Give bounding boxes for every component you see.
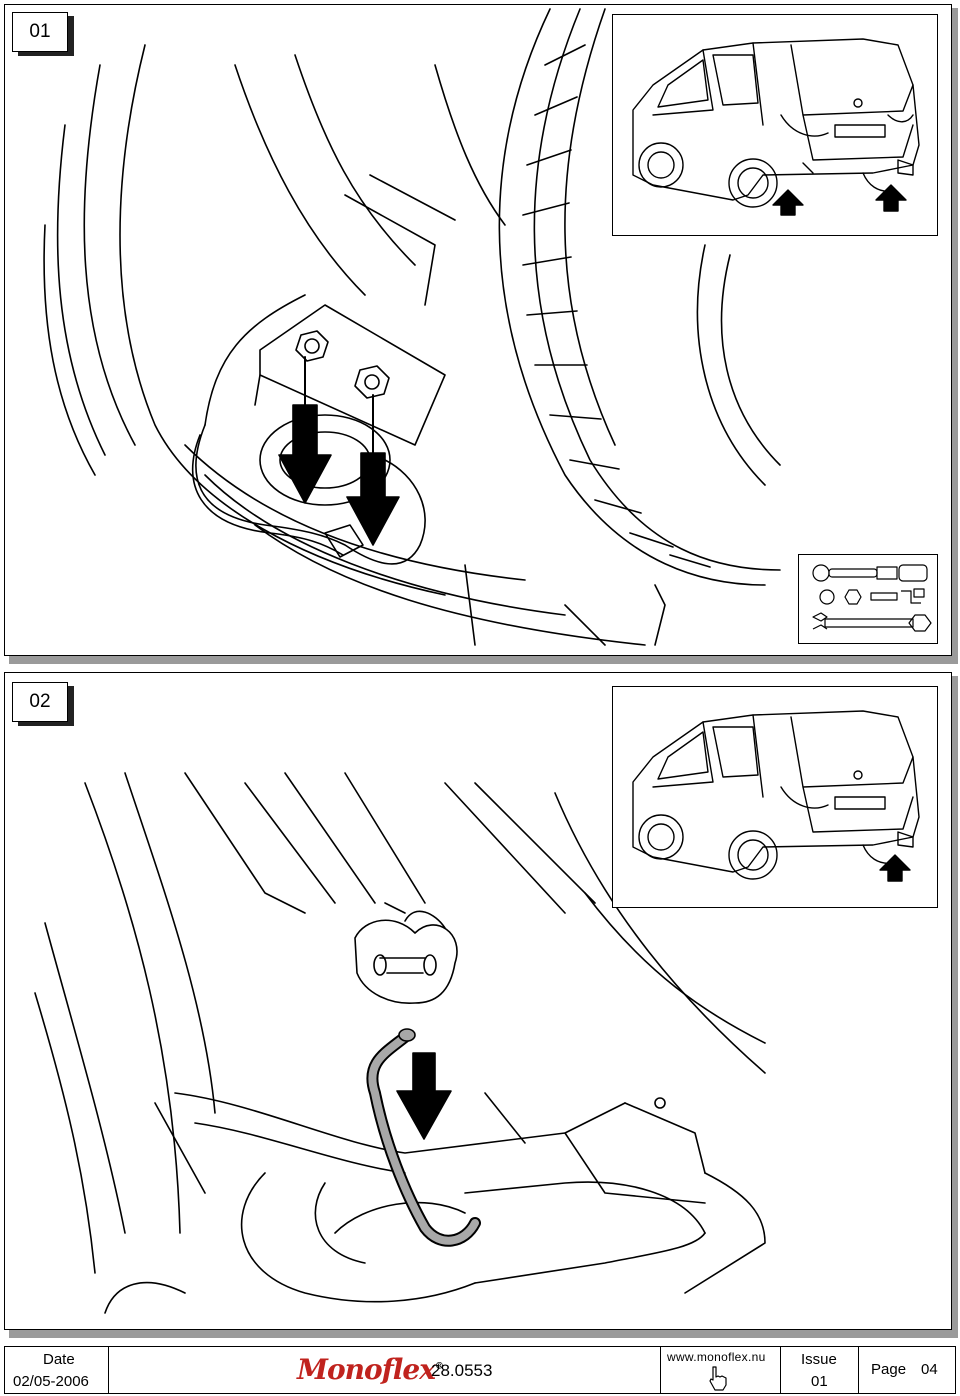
rubber-hanger-icon: [354, 902, 458, 1004]
down-arrow-icon: [346, 394, 400, 546]
step-number: 01: [29, 21, 51, 42]
socket-icon: [819, 564, 928, 605]
tools-inset: [798, 554, 938, 644]
part-number: 28.0553: [431, 1361, 493, 1380]
date-value: 02/05-2006: [13, 1373, 89, 1390]
up-arrow-icon: [772, 189, 804, 216]
issue-value: 01: [811, 1373, 828, 1390]
vehicle-locator-inset: [612, 14, 938, 236]
hex-key-icon: [870, 588, 925, 604]
title-block: Date 02/05-2006 Monoflex® 28.0553 www.mo…: [4, 1346, 956, 1394]
step-02-illustration: [34, 772, 766, 1314]
page-label: Page: [871, 1361, 907, 1378]
vehicle-locator-inset: [612, 686, 938, 908]
page-value: 04: [921, 1361, 938, 1378]
issue-cell: Issue 01: [781, 1347, 859, 1393]
bolt-icon: [295, 330, 329, 362]
pointer-hand-icon: [705, 1365, 731, 1391]
ratchet-icon: [812, 564, 898, 582]
bolt-icon: [354, 365, 390, 399]
date-label: Date: [43, 1351, 75, 1368]
wrench-icon: [812, 612, 932, 632]
page-cell: Page 04: [859, 1347, 955, 1393]
down-arrow-icon: [278, 356, 332, 504]
website-cell: www.monoflex.nu: [661, 1347, 781, 1393]
up-arrow-icon: [879, 854, 911, 882]
step-01-illustration: [43, 8, 781, 646]
brand-cell: Monoflex® 28.0553: [109, 1347, 661, 1393]
step-number-box: 01: [12, 12, 68, 52]
issue-label: Issue: [801, 1351, 837, 1368]
step-number-box: 02: [12, 682, 68, 722]
date-cell: Date 02/05-2006: [5, 1347, 109, 1393]
down-arrow-icon: [396, 1052, 452, 1140]
website-link[interactable]: www.monoflex.nu: [667, 1350, 766, 1364]
brand-logo: Monoflex®: [297, 1353, 444, 1386]
step-number: 02: [29, 691, 51, 712]
up-arrow-icon: [875, 184, 907, 212]
